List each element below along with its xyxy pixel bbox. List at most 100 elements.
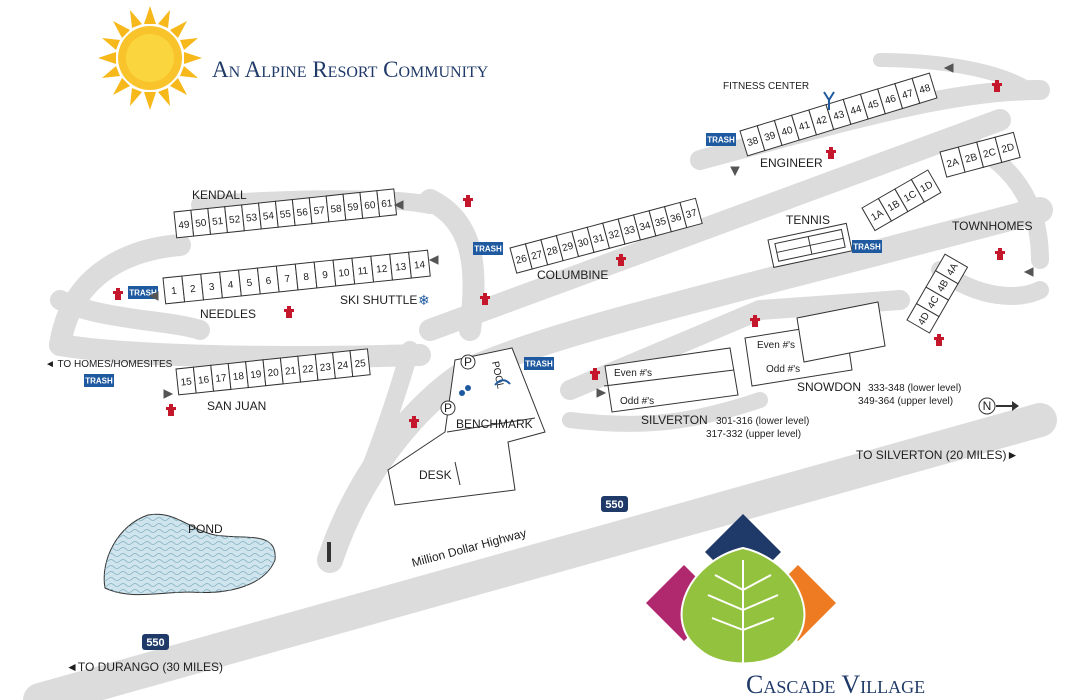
unit-number: 8 <box>303 272 310 284</box>
unit-number: 34 <box>638 220 652 234</box>
unit-number: 60 <box>364 200 377 212</box>
unit-number: 38 <box>746 135 760 149</box>
snowflake-icon: ❄ <box>418 292 430 308</box>
unit-number: 2 <box>190 284 197 296</box>
unit-box[interactable] <box>934 253 969 285</box>
engineer-label: ENGINEER <box>760 156 823 170</box>
needles-label: NEEDLES <box>200 307 256 321</box>
unit-number: 23 <box>319 362 332 374</box>
unit-number: 14 <box>414 260 427 272</box>
unit-number: 50 <box>195 218 208 230</box>
svg-text:550: 550 <box>146 637 164 649</box>
unit-number: 4A <box>945 261 961 277</box>
unit-number: 35 <box>654 216 668 230</box>
unit-number: 11 <box>357 266 369 278</box>
swim-icon <box>494 379 511 386</box>
tennis-court[interactable] <box>767 222 853 268</box>
snowdon-range2: 349-364 (upper level) <box>858 396 953 407</box>
unit-number: 61 <box>381 198 394 210</box>
unit-number: 18 <box>232 371 245 383</box>
unit-number: 3 <box>208 282 215 294</box>
north-arrow: N <box>978 397 1019 415</box>
unit-number: 7 <box>284 274 291 286</box>
desk-label: DESK <box>419 468 452 482</box>
unit-number: 10 <box>338 267 351 279</box>
unit-number: 52 <box>229 214 242 226</box>
svg-text:N: N <box>983 399 992 413</box>
unit-number: 37 <box>685 208 699 222</box>
unit-number: 19 <box>250 369 263 381</box>
unit-number: 36 <box>669 212 683 226</box>
fire-hydrant-icon <box>463 195 473 207</box>
svg-text:TRASH: TRASH <box>853 243 881 252</box>
silverton-range2: 317-332 (upper level) <box>706 429 801 440</box>
route-shield: 550 <box>142 634 169 650</box>
fire-hydrant-icon <box>284 306 294 318</box>
snowdon-even: Even #'s <box>757 340 795 351</box>
snowdon-odd: Odd #'s <box>766 364 800 375</box>
unit-box[interactable] <box>910 169 942 203</box>
to-durango-label: ◄TO DURANGO (30 MILES) <box>66 660 223 674</box>
silverton-label: SILVERTON <box>641 413 708 427</box>
pond <box>103 513 276 596</box>
unit-number: 20 <box>267 367 280 379</box>
trash-icon: TRASH <box>706 133 736 146</box>
building-benchmark[interactable]: POOL <box>387 347 546 506</box>
unit-number: 4B <box>935 278 951 294</box>
unit-number: 49 <box>178 219 191 231</box>
unit-box[interactable] <box>911 72 938 104</box>
unit-number: 2A <box>946 157 961 171</box>
unit-number: 48 <box>918 83 932 97</box>
unit-number: 33 <box>623 224 637 238</box>
unit-number: 2D <box>1000 142 1015 156</box>
unit-box[interactable] <box>994 131 1021 163</box>
cascade-village-logo <box>646 514 836 670</box>
unit-number: 43 <box>832 109 846 123</box>
building-silverton[interactable]: Even #'s Odd #'s <box>603 347 739 413</box>
unit-number: 47 <box>901 88 915 102</box>
kendall-label: KENDALL <box>192 188 247 202</box>
unit-number: 13 <box>395 261 408 273</box>
svg-text:TRASH: TRASH <box>707 136 735 145</box>
svg-text:550: 550 <box>605 499 623 511</box>
ski-shuttle-label: SKI SHUTTLE <box>340 293 417 307</box>
unit-number: 27 <box>530 249 544 263</box>
columbine-label: COLUMBINE <box>537 268 608 282</box>
direction-arrows <box>148 63 1034 399</box>
unit-number: 30 <box>577 237 591 251</box>
unit-number: 5 <box>246 278 253 290</box>
unit-number: 22 <box>302 364 315 376</box>
unit-number: 1B <box>886 198 902 214</box>
unit-number: 26 <box>515 253 529 267</box>
unit-number: 45 <box>866 98 880 112</box>
unit-number: 29 <box>561 241 575 255</box>
unit-number: 44 <box>849 104 863 118</box>
unit-box[interactable] <box>408 249 431 279</box>
unit-number: 16 <box>198 375 211 387</box>
townhomes-label: TOWNHOMES <box>952 219 1032 233</box>
unit-number: 12 <box>376 263 389 275</box>
fitness-icon <box>823 91 835 110</box>
pond-label: POND <box>188 522 223 536</box>
unit-number: 24 <box>337 360 350 372</box>
benchmark-label: BENCHMARK <box>456 417 533 431</box>
unit-number: 54 <box>262 211 275 223</box>
unit-box[interactable] <box>679 197 703 229</box>
unit-box[interactable] <box>376 188 398 218</box>
unit-number: 1A <box>869 208 885 224</box>
unit-number: 4 <box>227 280 234 292</box>
sun-logo <box>98 6 202 110</box>
to-homes-label: ◄ TO HOMES/HOMESITES <box>45 359 173 370</box>
unit-number: 2C <box>982 147 997 161</box>
svg-text:P: P <box>464 355 472 369</box>
unit-number: 2B <box>964 152 979 166</box>
unit-box[interactable] <box>349 348 371 378</box>
building-snowdon[interactable]: Even #'s Odd #'s <box>744 301 886 387</box>
svg-text:P: P <box>444 401 452 415</box>
